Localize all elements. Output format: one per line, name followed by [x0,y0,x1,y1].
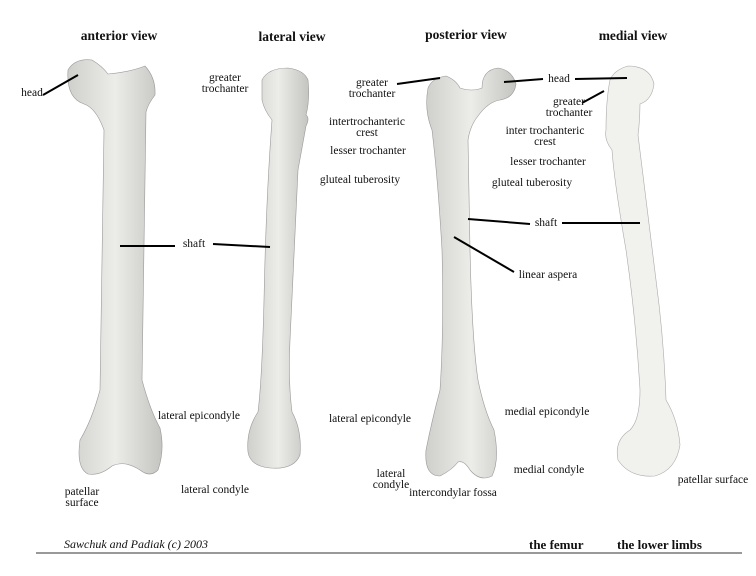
label-lateral-epicondyle: lateral epicondyle [157,410,241,422]
leader-lines [42,74,640,273]
label-linear-aspera: linear aspera [518,269,578,281]
label-intercondylar-fossa: intercondylar fossa [409,487,497,499]
topic-text: the femur [529,537,584,552]
label-shaft: shaft [182,238,206,250]
title-medial-view: medial view [598,28,668,43]
label-lesser-trochanter: lesser trochanter [330,145,406,157]
title-posterior-view: posterior view [425,27,507,42]
label-intertrochanteric-crest: intertrochanteric crest [329,116,405,139]
label-head: head [548,73,570,85]
label-lateral-condyle: lateral condyle [372,468,410,491]
credit-text: Sawchuk and Padiak (c) 2003 [64,537,208,551]
label-greater-trochanter: greater trochanter [545,96,593,119]
label-lateral-condyle: lateral condyle [180,484,250,496]
femur-medial [605,65,681,477]
label-greater-trochanter: greater trochanter [201,72,249,95]
label-head: head [21,87,43,99]
label-greater-trochanter: greater trochanter [348,77,396,100]
title-lateral-view: lateral view [258,29,326,44]
title-anterior-view: anterior view [80,28,158,43]
femur-lateral [247,67,309,469]
label-lateral-epicondyle: lateral epicondyle [328,413,412,425]
femur-posterior [425,67,517,479]
label-medial-condyle: medial condyle [513,464,585,476]
label-intertrochanteric-crest: inter trochanteric crest [505,125,585,148]
label-gluteal-tuberosity: gluteal tuberosity [491,177,573,189]
label-medial-epicondyle: medial epicondyle [504,406,590,418]
label-lesser-trochanter: lesser trochanter [510,156,586,168]
label-gluteal-tuberosity: gluteal tuberosity [319,174,401,186]
femur-anterior [67,59,163,475]
label-patellar-surface: patellar surface [64,486,100,509]
label-patellar-surface: patellar surface [677,474,749,486]
section-text: the lower limbs [617,537,702,552]
label-shaft: shaft [534,217,558,229]
